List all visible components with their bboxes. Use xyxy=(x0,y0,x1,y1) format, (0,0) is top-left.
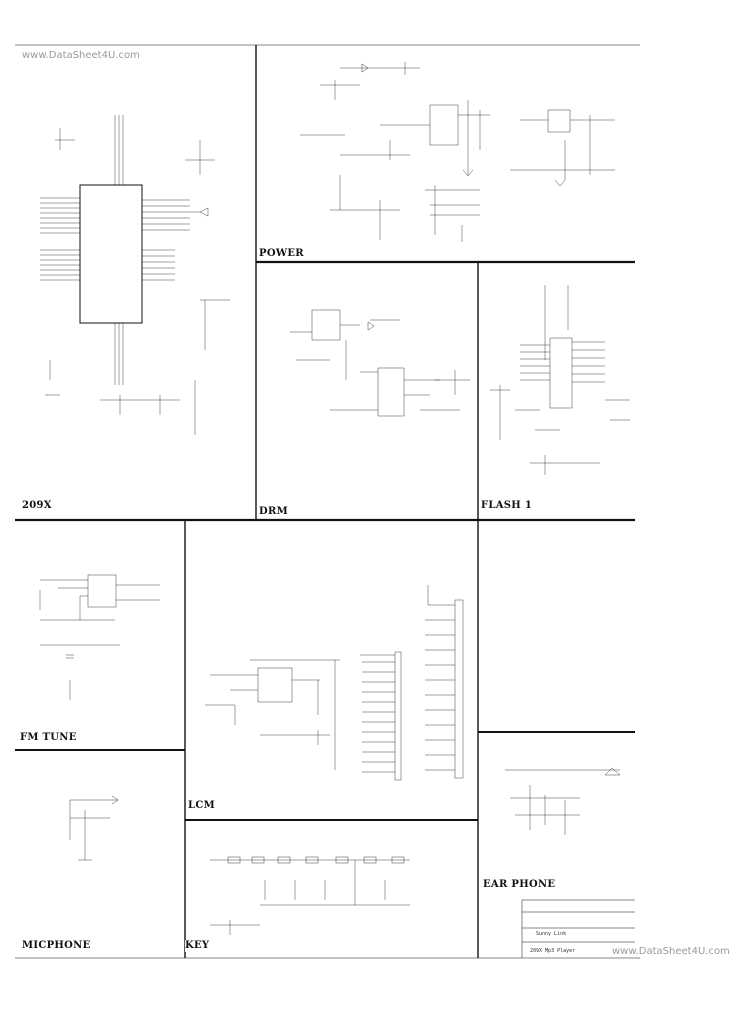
title-block-line1: Sunny Link xyxy=(536,931,567,937)
block-label-ear-phone: EAR PHONE xyxy=(483,879,556,891)
block-label-flash1: FLASH 1 xyxy=(481,500,533,512)
block-label-lcm: LCM xyxy=(188,800,215,812)
block-label-power: POWER xyxy=(259,248,304,260)
block-label-key: KEY xyxy=(185,940,210,952)
block-label-drm: DRM xyxy=(259,506,288,518)
block-label-209x: 209X xyxy=(22,500,52,512)
watermark-top: www.DataSheet4U.com xyxy=(22,50,140,61)
title-block-line2: 209X Mp3 Player xyxy=(530,948,576,954)
watermark-bottom: www.DataSheet4U.com xyxy=(612,946,730,957)
block-label-micphone: MICPHONE xyxy=(22,940,91,952)
block-label-fm-tune: FM TUNE xyxy=(20,732,77,744)
